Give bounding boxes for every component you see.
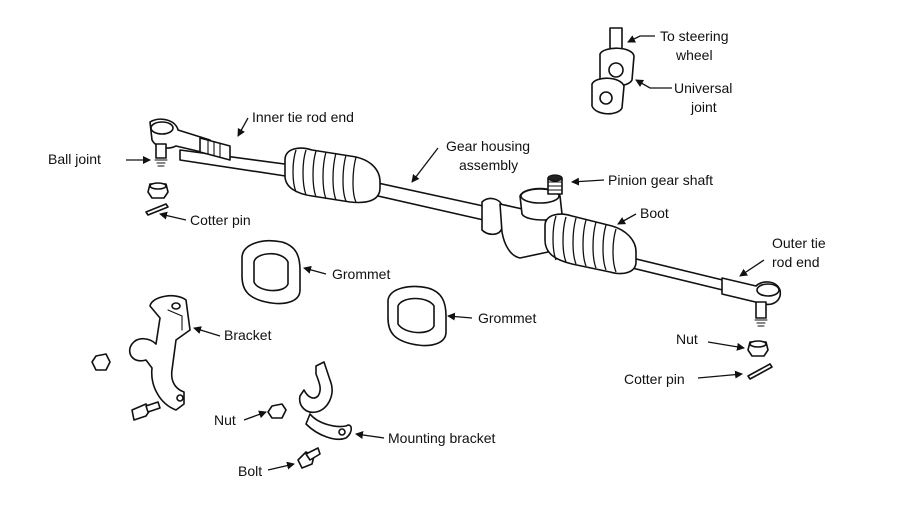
label-nut-left: Nut — [214, 412, 236, 428]
label-universal-joint: Universal — [674, 80, 732, 96]
grommet-left — [241, 240, 301, 305]
label-mounting-bracket: Mounting bracket — [388, 430, 496, 446]
label-pinion-gear-shaft: Pinion gear shaft — [608, 172, 713, 188]
label-cotter-pin-left: Cotter pin — [190, 212, 251, 228]
left-tie-rod-end — [149, 118, 231, 167]
label-nut-right: Nut — [676, 331, 698, 347]
grommet-right — [387, 285, 447, 347]
label-bracket: Bracket — [224, 327, 272, 343]
label-ball-joint: Ball joint — [48, 151, 101, 167]
label-bolt: Bolt — [238, 463, 262, 479]
label-cotter-pin-right: Cotter pin — [624, 371, 685, 387]
bracket-fasteners — [91, 353, 161, 421]
right-small-parts — [747, 340, 773, 380]
label-gear-housing-2: assembly — [459, 157, 518, 173]
left-boot — [284, 147, 381, 204]
mounting-fasteners — [267, 403, 321, 469]
leader-lines — [126, 35, 765, 471]
label-to-steering-wheel-2: wheel — [675, 47, 713, 63]
label-to-steering-wheel: To steering — [660, 28, 728, 44]
labels: To steering wheel Universal joint Inner … — [48, 28, 826, 479]
mounting-bracket-part — [298, 361, 353, 440]
gear-housing — [481, 174, 563, 259]
right-boot — [544, 213, 637, 275]
label-outer-tie-rod-end: Outer tie — [772, 235, 826, 251]
label-grommet-left: Grommet — [332, 266, 390, 282]
label-universal-joint-2: joint — [690, 99, 717, 115]
right-tie-rod-end — [721, 277, 782, 327]
label-inner-tie-rod-end: Inner tie rod end — [252, 109, 354, 125]
universal-joint — [591, 27, 635, 115]
label-outer-tie-rod-end-2: rod end — [772, 254, 819, 270]
label-gear-housing: Gear housing — [446, 138, 530, 154]
label-grommet-right: Grommet — [478, 310, 536, 326]
left-small-parts — [145, 182, 169, 216]
label-boot: Boot — [640, 205, 669, 221]
bracket-part — [128, 294, 191, 411]
